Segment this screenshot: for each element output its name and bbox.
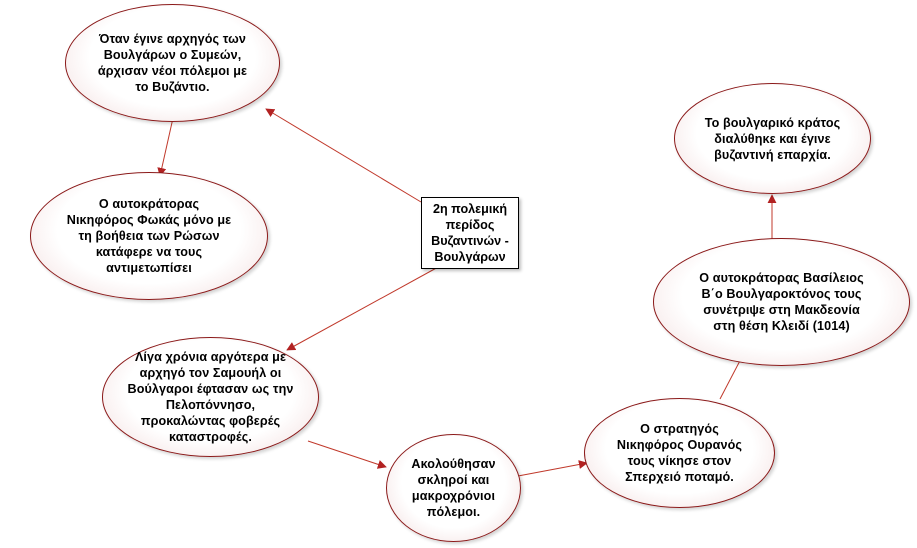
node-ouranos: Ο στρατηγός Νικηφόρος Ουρανός τους νίκησ… [584,398,775,508]
arrow-center-to-samouil [286,265,441,351]
node-basil: Ο αυτοκράτορας Βασίλειος Β΄ο Βουλγαροκτό… [653,238,910,366]
node-samouil-text: Λίγα χρόνια αργότερα με αρχηγό τον Σαμου… [127,350,294,444]
node-samouil: Λίγα χρόνια αργότερα με αρχηγό τον Σαμου… [102,337,319,457]
node-fokas-text: Ο αυτοκράτορας Νικηφόρος Φωκάς μόνο με τ… [66,197,232,275]
node-simeon-text: Όταν έγινε αρχηγός των Βουλγάρων ο Συμεώ… [97,32,248,94]
node-basil-text: Ο αυτοκράτορας Βασίλειος Β΄ο Βουλγαροκτό… [699,271,864,333]
node-wars-text: Ακολούθησαν σκληροί και μακροχρόνιοι πόλ… [411,457,496,519]
node-simeon: Όταν έγινε αρχηγός των Βουλγάρων ο Συμεώ… [65,4,280,122]
arrow-samouil-to-wars [307,440,387,469]
arrow-simeon-to-fokas [157,117,174,177]
node-dissolved-text: Το βουλγαρικό κράτος διαλύθηκε και έγινε… [704,115,841,162]
node-wars: Ακολούθησαν σκληροί και μακροχρόνιοι πόλ… [386,434,521,542]
center-topic-label: 2η πολεμική περίδος Βυζαντινών - Βουλγάρ… [431,202,509,264]
center-topic-box: 2η πολεμική περίδος Βυζαντινών - Βουλγάρ… [421,197,519,269]
arrow-wars-to-ouranos [517,460,588,477]
arrow-center-to-simeon [265,108,422,203]
node-ouranos-text: Ο στρατηγός Νικηφόρος Ουρανός τους νίκησ… [616,422,743,484]
node-fokas: Ο αυτοκράτορας Νικηφόρος Φωκάς μόνο με τ… [30,172,268,300]
node-dissolved: Το βουλγαρικό κράτος διαλύθηκε και έγινε… [674,83,871,194]
